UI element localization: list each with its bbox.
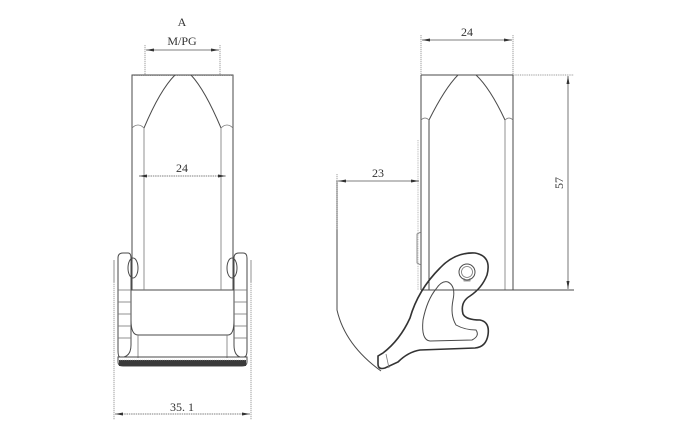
dimension-lever-projection: 23 — [338, 166, 419, 183]
dimension-overall-width: 35. 1 — [113, 282, 252, 420]
locking-lever — [377, 252, 490, 370]
front-latch-assembly — [113, 252, 252, 367]
dimension-label-inner-width: 24 — [176, 161, 188, 175]
dimension-inner-width: 24 — [139, 161, 226, 178]
side-housing — [416, 74, 574, 291]
front-housing — [131, 74, 234, 291]
dimension-side-top-width: 24 — [420, 25, 514, 75]
front-view: A M/PG 24 — [113, 15, 252, 420]
dimension-label-lever-projection: 23 — [372, 166, 384, 180]
side-view: 24 23 — [336, 25, 574, 372]
side-lever-housing — [336, 174, 382, 372]
dimension-height: 57 — [552, 76, 570, 289]
dimension-label-height: 57 — [552, 177, 566, 189]
dimension-label-side-top-width: 24 — [461, 25, 473, 39]
latch-grip-bar — [119, 360, 246, 366]
dimension-label-m-pg: M/PG — [167, 34, 197, 48]
dimension-cable-entry: A M/PG — [144, 15, 221, 75]
dimension-label-overall-width: 35. 1 — [170, 400, 194, 414]
dimension-label-a: A — [178, 15, 187, 29]
